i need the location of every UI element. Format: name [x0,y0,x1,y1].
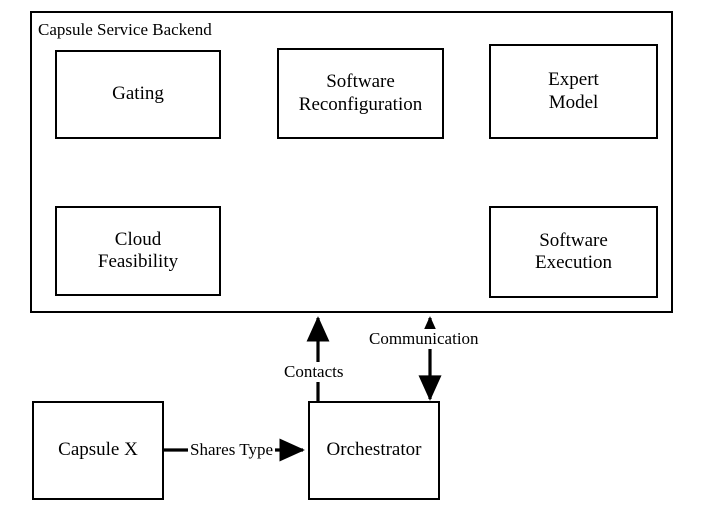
node-expert-model[interactable]: Expert Model [489,44,658,139]
node-cloud-feasibility-label: Cloud Feasibility [97,228,179,272]
edge-label-contacts: Contacts [282,362,346,382]
node-gating[interactable]: Gating [55,50,221,139]
node-orchestrator[interactable]: Orchestrator [308,401,440,500]
node-capsule-x-label: Capsule X [58,439,138,461]
node-software-reconfiguration[interactable]: Software Reconfiguration [277,48,444,139]
edge-label-shares-type: Shares Type [188,440,276,460]
node-orchestrator-label: Orchestrator [326,439,422,461]
node-software-execution-label: Software Execution [534,229,613,273]
node-cloud-feasibility[interactable]: Cloud Feasibility [55,206,221,296]
node-software-reconfiguration-label: Software Reconfiguration [298,71,423,115]
node-gating-label: Gating [112,83,164,105]
node-software-execution[interactable]: Software Execution [489,206,658,298]
group-title-capsule-service-backend: Capsule Service Backend [38,20,212,39]
node-expert-model-label: Expert Model [548,69,599,113]
node-capsule-x[interactable]: Capsule X [32,401,164,500]
edge-label-communication: Communication [367,329,481,349]
